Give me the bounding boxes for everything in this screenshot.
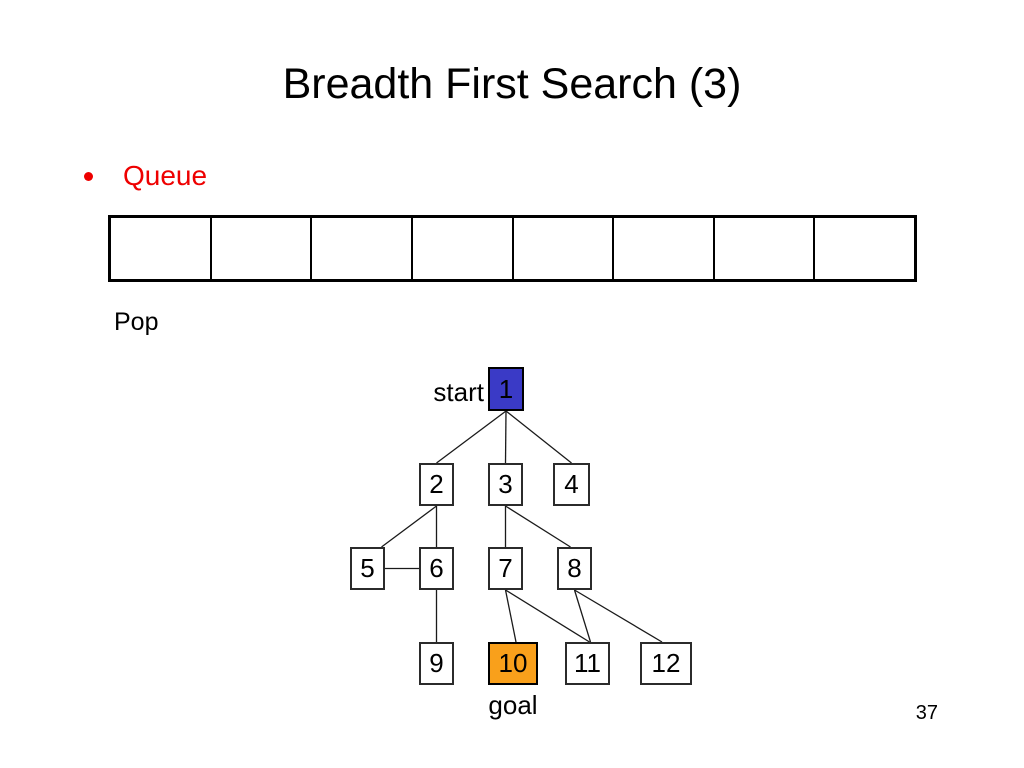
goal-label: goal xyxy=(488,690,538,720)
queue-cell xyxy=(715,218,816,279)
tree-node-5: 5 xyxy=(350,547,385,590)
pop-label: Pop xyxy=(114,308,159,336)
bullet-icon xyxy=(84,171,93,181)
tree-node-11: 11 xyxy=(565,642,610,685)
tree-edge-7-10 xyxy=(504,589,517,643)
bullet-label: Queue xyxy=(123,160,208,191)
tree-node-9: 9 xyxy=(419,642,454,685)
tree-edge-2-5 xyxy=(381,505,437,548)
tree-edge-1-4 xyxy=(505,410,572,464)
slide-title: Breadth First Search (3) xyxy=(282,60,742,108)
tree-node-12: 12 xyxy=(640,642,692,685)
tree-node-4: 4 xyxy=(553,463,590,506)
tree-node-7: 7 xyxy=(488,547,523,590)
tree-node-2: 2 xyxy=(419,463,454,506)
start-label: start xyxy=(433,377,484,407)
tree-edge-1-2 xyxy=(436,410,507,464)
bullet-item-queue: Queue xyxy=(84,160,207,192)
tree-node-1: 1 xyxy=(488,367,524,411)
page-number: 37 xyxy=(915,702,938,724)
tree-edge-8-12 xyxy=(574,589,663,643)
queue-table xyxy=(108,215,917,282)
tree-node-8: 8 xyxy=(557,547,592,590)
queue-cell xyxy=(514,218,615,279)
tree-node-6: 6 xyxy=(419,547,454,590)
queue-cell xyxy=(413,218,514,279)
queue-cell xyxy=(614,218,715,279)
tree-edge-7-11 xyxy=(505,589,590,643)
tree-node-3: 3 xyxy=(488,463,523,506)
queue-cell xyxy=(111,218,212,279)
tree-edge-1-3 xyxy=(504,410,507,464)
tree-edge-8-11 xyxy=(573,589,592,643)
queue-cell xyxy=(212,218,313,279)
tree-edge-3-8 xyxy=(505,505,571,548)
tree-node-10: 10 xyxy=(488,642,538,685)
queue-cell xyxy=(312,218,413,279)
